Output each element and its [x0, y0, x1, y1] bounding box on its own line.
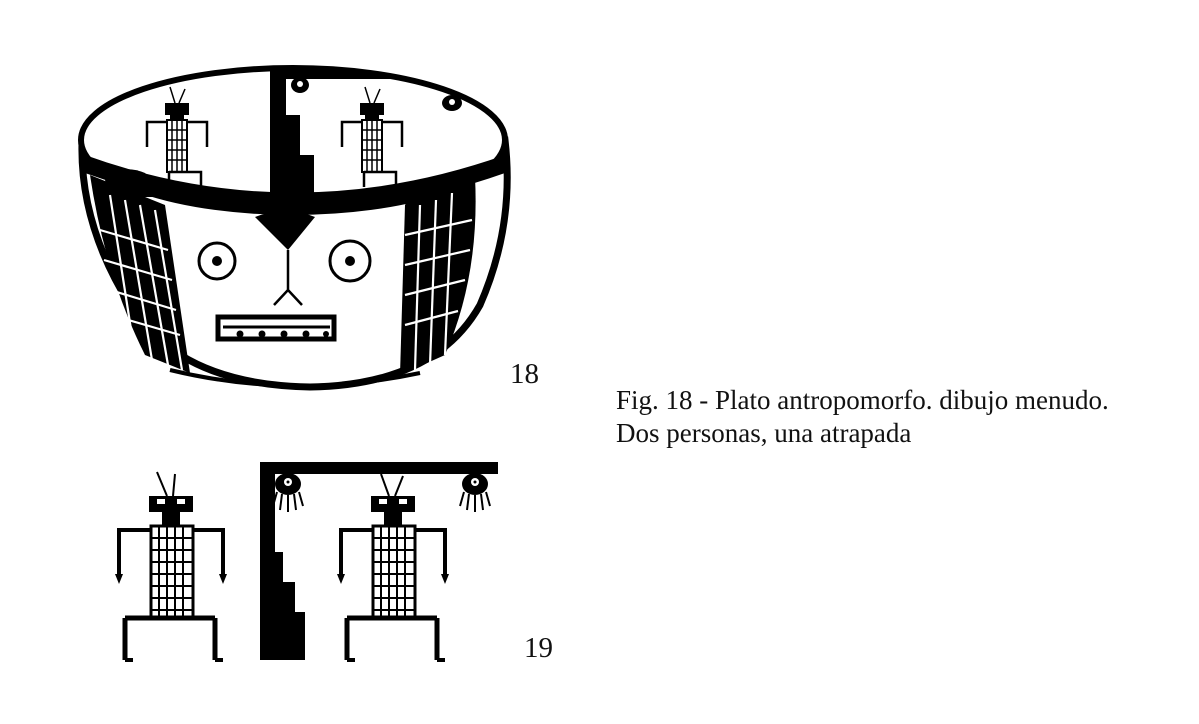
- right-grid-panel: [400, 177, 476, 375]
- face-eye-right: [328, 239, 372, 283]
- inner-figure-right: [340, 86, 404, 187]
- caption-line-2: Dos personas, una atrapada: [616, 418, 912, 448]
- trapping-frame: [260, 462, 498, 660]
- flat-design-illustration: [115, 462, 498, 662]
- face-nose: [255, 211, 315, 250]
- design-figure-right: [337, 473, 449, 662]
- figure-number-19: 19: [524, 632, 553, 664]
- caption-line-1: Fig. 18 - Plato antropomorfo. dibujo men…: [616, 385, 1109, 415]
- figure-number-18: 18: [510, 358, 539, 390]
- figure-caption: Fig. 18 - Plato antropomorfo. dibujo men…: [616, 384, 1186, 450]
- bowl-illustration: [78, 65, 511, 391]
- design-figure-left: [115, 471, 227, 662]
- inner-figure-left: [145, 86, 209, 187]
- face-eye-left: [197, 241, 237, 281]
- face-mouth: [215, 314, 337, 342]
